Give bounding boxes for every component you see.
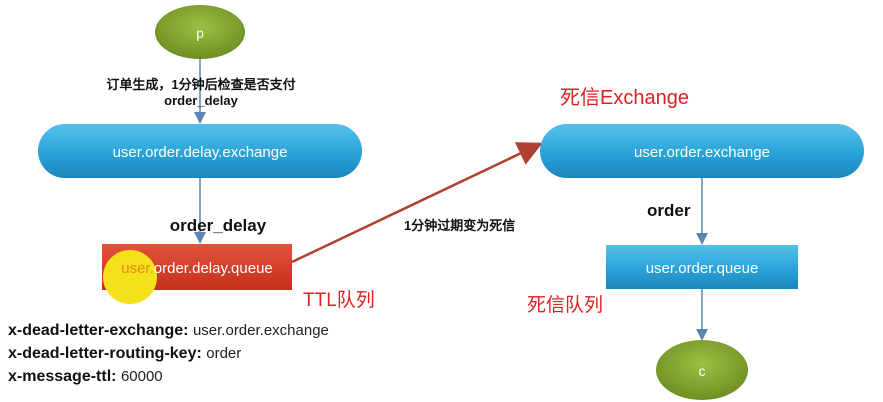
queue-arg-value: order xyxy=(206,345,242,362)
delay-queue-label-prefix: user. xyxy=(121,260,154,277)
exchange-label: user.order.exchange xyxy=(634,144,770,161)
order-routing-key-label: order xyxy=(647,201,691,220)
arrow-dead-letter xyxy=(291,142,543,264)
producer-node[interactable] xyxy=(155,5,245,59)
queue-arg-key: x-dead-letter-routing-key: xyxy=(8,345,202,362)
consumer-node[interactable] xyxy=(656,340,748,400)
queue-args-list: x-dead-letter-exchange: user.order.excha… xyxy=(8,319,329,388)
producer-label: p xyxy=(196,25,204,41)
delay-queue-label-rest: order.delay.queue xyxy=(154,260,273,277)
queue-arg-row: x-dead-letter-routing-key: order xyxy=(8,342,329,365)
queue-arg-key: x-dead-letter-exchange: xyxy=(8,322,189,339)
producer-note-line1: 订单生成，1分钟后检查是否支付 xyxy=(106,77,296,92)
dead-exchange-title: 死信Exchange xyxy=(560,87,689,109)
order-queue-label: user.order.queue xyxy=(646,260,759,277)
delay-queue-label: user.order.delay.queue xyxy=(121,260,273,277)
expire-note: 1分钟过期变为死信 xyxy=(404,218,516,233)
delay-exchange-node[interactable] xyxy=(38,124,362,178)
queue-arg-key: x-message-ttl: xyxy=(8,368,117,385)
highlight-marker xyxy=(103,250,157,304)
delay-exchange-label: user.order.delay.exchange xyxy=(113,144,288,161)
consumer-label: c xyxy=(699,363,706,379)
queue-arg-row: x-dead-letter-exchange: user.order.excha… xyxy=(8,319,329,342)
queue-arg-value: user.order.exchange xyxy=(192,322,329,339)
order-queue-node[interactable] xyxy=(606,245,798,289)
dead-queue-title: 死信队列 xyxy=(527,295,604,316)
delay-routing-key-label: order_delay xyxy=(169,216,267,235)
queue-arg-row: x-message-ttl: 60000 xyxy=(8,365,329,388)
producer-note-line2: order_delay xyxy=(164,93,238,108)
exchange-node[interactable] xyxy=(540,124,864,178)
queue-arg-value: 60000 xyxy=(120,368,163,385)
ttl-queue-title: TTL队列 xyxy=(303,290,375,311)
